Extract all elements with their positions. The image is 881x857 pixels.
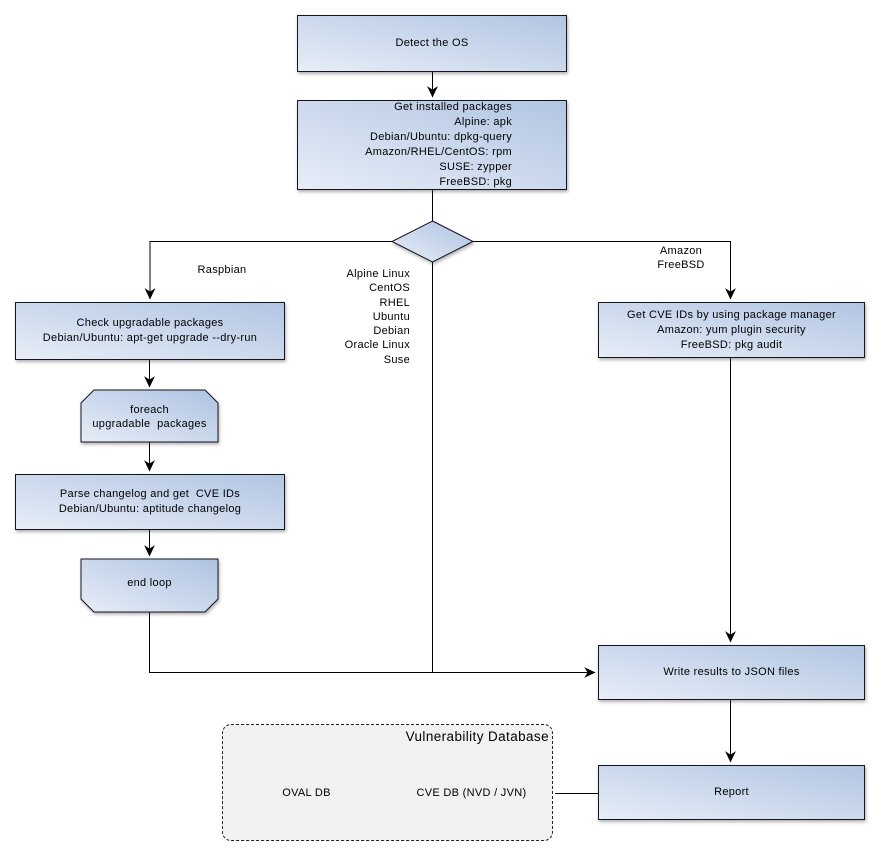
node-line: OVAL DB [282, 786, 331, 799]
node-parse-changelog: Parse changelog and get CVE IDs Debian/U… [15, 474, 285, 530]
node-line: Write results to JSON files [663, 666, 800, 678]
node-line: Amazon: yum plugin security [657, 323, 806, 336]
node-line: FreeBSD: pkg [439, 176, 512, 188]
edge-label-os-list: Alpine Linux CentOS RHEL Ubuntu Debian O… [300, 267, 410, 367]
node-foreach-label: foreach upgradable packages [81, 392, 218, 442]
edge-label-raspbian: Raspbian [182, 264, 262, 278]
node-line: Get installed packages [394, 101, 512, 113]
node-end-loop-label: end loop [81, 557, 218, 609]
node-line: Check upgradable packages [76, 317, 224, 329]
edge-label-line: RHEL [379, 296, 410, 309]
node-line: SUSE: zypper [439, 161, 512, 173]
node-line: Debian/Ubuntu: aptitude changelog [58, 503, 242, 515]
cve-db-label: CVE DB (NVD / JVN) [403, 779, 540, 807]
vulnerability-database-title: Vulnerability Database [405, 729, 549, 744]
edge-label-line: Suse [383, 353, 410, 366]
edge-label-line: Debian [373, 325, 410, 338]
node-line: end loop [127, 576, 172, 589]
edge-label-line: FreeBSD [657, 258, 705, 271]
node-line: Parse changelog and get CVE IDs [59, 488, 241, 500]
vulnerability-database-container: Vulnerability Database [222, 724, 553, 841]
node-line: Debian/Ubuntu: apt-get upgrade --dry-run [42, 332, 258, 344]
node-get-cve-ids: Get CVE IDs by using package manager Ama… [598, 302, 865, 358]
node-line: FreeBSD: pkg audit [680, 338, 783, 351]
node-detect-os-label: Detect the OS [395, 37, 469, 49]
node-line: Alpine: apk [454, 116, 512, 128]
node-write-results: Write results to JSON files [598, 645, 865, 700]
node-report: Report [598, 765, 865, 820]
oval-db-label: OVAL DB [238, 779, 375, 807]
edge-label-line: Amazon [659, 245, 703, 257]
node-line: upgradable packages [92, 418, 207, 430]
node-line: Amazon/RHEL/CentOS: rpm [365, 146, 512, 158]
node-line: foreach [130, 403, 169, 416]
node-line: Debian/Ubuntu: dpkg-query [369, 131, 512, 143]
edge-endloop-to-write-results [149, 612, 596, 678]
edge-label-line: Oracle Linux [344, 339, 410, 352]
os-decision-diamond [390, 220, 475, 263]
edge-label-line: Alpine Linux [346, 268, 410, 280]
node-check-upgradable-packages: Check upgradable packages Debian/Ubuntu:… [15, 302, 285, 360]
node-line: Get CVE IDs by using package manager [627, 308, 836, 321]
edge-label-line: Ubuntu [372, 310, 410, 323]
node-get-installed-packages: Get installed packages Alpine: apk Debia… [297, 100, 567, 190]
edge-label-line: Raspbian [197, 264, 247, 276]
node-line: Report [714, 786, 749, 798]
node-line: CVE DB (NVD / JVN) [416, 786, 527, 799]
edge-label-line: CentOS [369, 282, 410, 295]
node-detect-os: Detect the OS [297, 15, 567, 72]
edge-label-amazon-freebsd: Amazon FreeBSD [650, 245, 712, 272]
